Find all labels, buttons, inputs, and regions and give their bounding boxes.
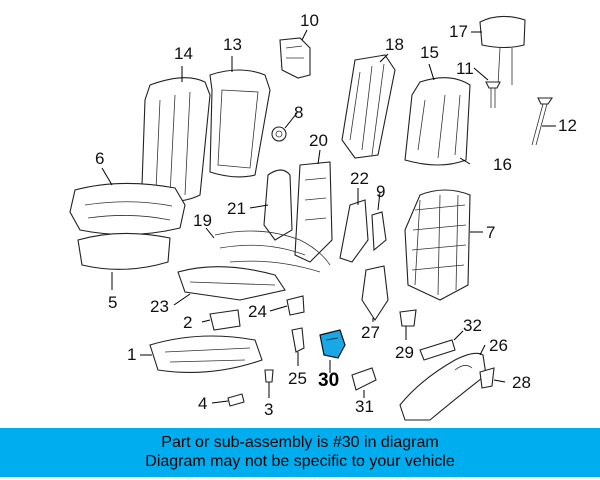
part-27-cover bbox=[361, 265, 389, 322]
callout-28: 28 bbox=[512, 373, 531, 392]
callout-26: 26 bbox=[489, 336, 508, 355]
callout-2: 2 bbox=[183, 313, 193, 332]
part-17-headrest bbox=[479, 15, 526, 86]
callout-21: 21 bbox=[227, 199, 246, 218]
part-20-frame bbox=[294, 161, 333, 263]
part-31-trim-strip bbox=[351, 367, 377, 391]
part-11-guide bbox=[485, 81, 501, 108]
part-29-clip bbox=[399, 309, 417, 327]
callout-19: 19 bbox=[193, 211, 212, 230]
callout-22: 22 bbox=[350, 169, 369, 188]
part-9-link bbox=[371, 211, 387, 252]
callout-20: 20 bbox=[309, 131, 328, 150]
part-7-seatback-frame bbox=[404, 189, 471, 301]
callout-3: 3 bbox=[264, 400, 274, 419]
part-15-seatback-pad bbox=[404, 77, 471, 166]
banner-line-2: Diagram may not be specific to your vehi… bbox=[145, 453, 455, 470]
part-10-bracket bbox=[279, 37, 311, 79]
callout-24: 24 bbox=[248, 302, 267, 321]
callout-5: 5 bbox=[108, 293, 118, 312]
banner-line-1: Part or sub-assembly is #30 in diagram bbox=[161, 434, 439, 451]
callout-9: 9 bbox=[376, 182, 386, 201]
seat-parts-diagram bbox=[69, 15, 556, 421]
callout-16: 16 bbox=[493, 155, 512, 174]
callout-17: 17 bbox=[449, 22, 468, 41]
part-24-clip bbox=[286, 295, 305, 316]
part-30-highlighted bbox=[319, 329, 346, 359]
info-banner: Part or sub-assembly is #30 in diagram D… bbox=[0, 428, 600, 477]
part-14-seatback-cushion bbox=[141, 77, 211, 203]
part-18-frame-strips bbox=[341, 54, 396, 159]
callout-12: 12 bbox=[558, 116, 577, 135]
callout-27: 27 bbox=[361, 323, 380, 342]
callout-13: 13 bbox=[223, 35, 242, 54]
callout-11: 11 bbox=[456, 59, 474, 78]
part-1-seat-track bbox=[149, 335, 263, 373]
callout-32: 32 bbox=[463, 316, 482, 335]
callout-25: 25 bbox=[288, 369, 307, 388]
callout-15: 15 bbox=[420, 43, 439, 62]
part-4-clip bbox=[227, 393, 245, 407]
part-21-side-cover bbox=[263, 169, 293, 241]
part-2-bracket bbox=[209, 309, 241, 331]
callout-29: 29 bbox=[395, 343, 414, 362]
callout-4: 4 bbox=[198, 394, 208, 413]
part-5-seat-pad bbox=[77, 232, 171, 270]
part-26-side-shield bbox=[399, 352, 487, 421]
callout-1: 1 bbox=[127, 345, 137, 364]
leader-lines bbox=[101, 29, 556, 404]
part-23-seat-frame bbox=[177, 266, 286, 301]
callout-6: 6 bbox=[95, 149, 105, 168]
part-32-trim bbox=[419, 339, 456, 361]
callout-23: 23 bbox=[150, 297, 169, 316]
part-12-guide-long bbox=[531, 97, 554, 146]
part-3-clip bbox=[264, 369, 274, 383]
part-28-cap bbox=[479, 367, 495, 389]
part-8-knob bbox=[271, 126, 287, 142]
callout-18: 18 bbox=[385, 35, 404, 54]
part-19-wire-harness bbox=[214, 230, 331, 273]
part-25-pin bbox=[291, 327, 305, 353]
callout-14: 14 bbox=[174, 44, 193, 63]
part-22-recliner-bracket bbox=[339, 199, 369, 263]
callout-7: 7 bbox=[486, 223, 496, 242]
callout-10: 10 bbox=[300, 11, 319, 30]
callout-8: 8 bbox=[294, 103, 304, 122]
part-6-seat-cushion bbox=[69, 182, 186, 236]
callout-30-highlighted: 30 bbox=[318, 370, 340, 391]
callout-31: 31 bbox=[355, 397, 374, 416]
part-13-seatback-panel bbox=[209, 69, 271, 178]
